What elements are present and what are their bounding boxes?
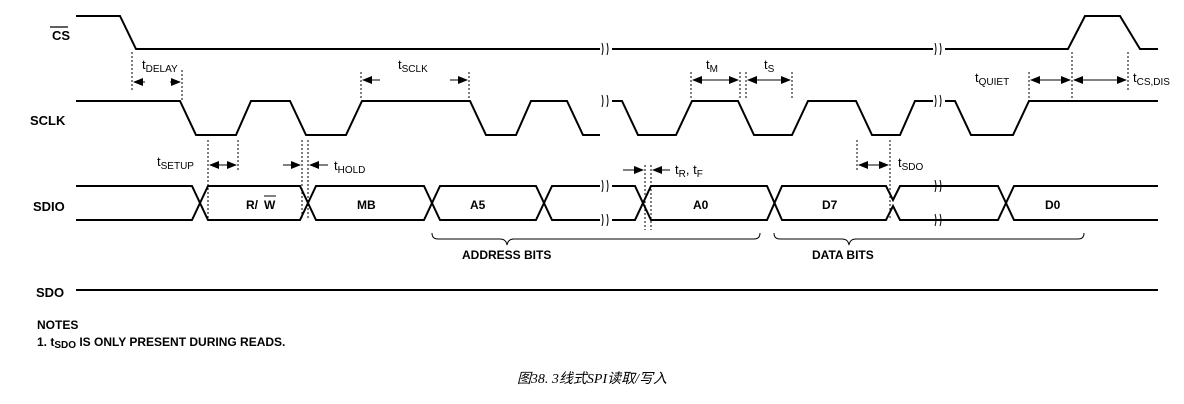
bit-rw-w: W <box>264 198 276 212</box>
sdio-bus <box>76 179 1158 227</box>
bit-d0: D0 <box>1045 198 1061 212</box>
data-bits-brace <box>773 232 1085 246</box>
data-bits-label: DATA BITS <box>812 248 874 262</box>
sdo-signal-label: SDO <box>36 285 64 300</box>
timing-reference-lines <box>131 52 1129 230</box>
t-m-label: tM <box>706 57 718 75</box>
t-quiet-label: tQUIET <box>975 70 1009 88</box>
sdio-signal-label: SDIO <box>33 199 65 214</box>
sclk-signal-label: SCLK <box>30 113 66 128</box>
cs-waveform <box>76 15 1158 56</box>
bit-mb: MB <box>357 198 376 212</box>
bit-d7: D7 <box>822 198 838 212</box>
t-rf-label: tR, tF <box>675 162 703 180</box>
t-csdis-label: tCS,DIS <box>1133 70 1170 88</box>
t-s-label: tS <box>764 57 775 75</box>
t-sclk-label: tSCLK <box>398 57 428 75</box>
address-bits-label: ADDRESS BITS <box>462 248 551 262</box>
timing-arrows <box>133 76 1127 174</box>
bit-a5: A5 <box>470 198 486 212</box>
figure-caption: 图38. 3线式SPI读取/写入 <box>516 372 668 387</box>
cs-signal-label: CS <box>52 28 70 43</box>
notes-heading: NOTES <box>37 318 79 332</box>
notes-item-1: 1. tSDO IS ONLY PRESENT DURING READS. <box>37 335 286 351</box>
t-hold-label: tHOLD <box>334 158 365 176</box>
bit-a0: A0 <box>693 198 709 212</box>
bit-rw-r: R/ <box>246 198 259 212</box>
t-delay-label: tDELAY <box>142 57 178 75</box>
t-sdo-label: tSDO <box>898 155 924 173</box>
address-bits-brace <box>431 232 761 246</box>
t-setup-label: tSETUP <box>157 154 194 172</box>
sclk-waveform <box>76 94 1158 136</box>
